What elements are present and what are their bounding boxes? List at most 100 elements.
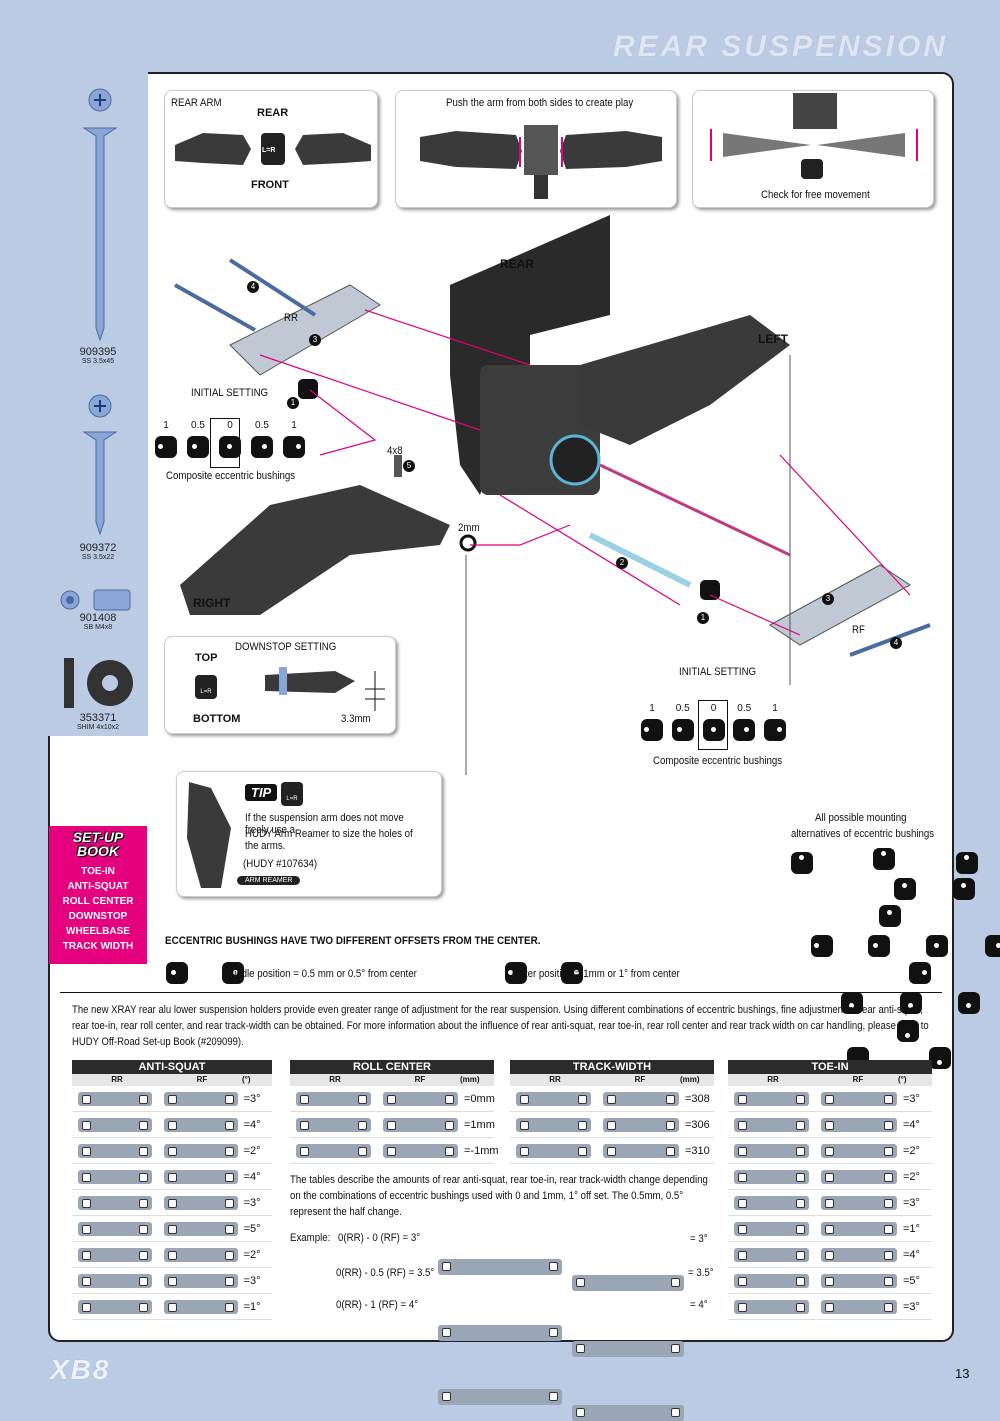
lr-badge: L=R — [262, 147, 276, 154]
example-plate-rr — [438, 1325, 562, 1341]
tip-panel: TIP L=R If the suspension arm does not m… — [176, 771, 442, 897]
example-expr: 0(RR) - 0 (RF) = 3° — [338, 1232, 421, 1244]
example-label: Example: — [290, 1232, 331, 1244]
step-4-marker: 4 — [247, 281, 259, 293]
push-title: Push the arm from both sides to create p… — [446, 97, 634, 109]
offsets-outer: Outer position = 1mm or 1° from center — [512, 968, 680, 980]
rr-label: RR — [284, 312, 298, 324]
bush-row-rf — [641, 719, 786, 741]
example-plate-rf — [572, 1341, 684, 1357]
mounting-grid — [785, 848, 1000, 1069]
downstop-lr-badge: L=R — [195, 675, 217, 699]
diagram-rear-label: REAR — [500, 257, 535, 271]
example-plate-rr — [438, 1259, 562, 1275]
set-screw-icon — [60, 589, 131, 611]
mounting-title-1: All possible mounting — [815, 812, 907, 824]
setup-item: TRACK WIDTH — [62, 941, 134, 952]
rear-suspension-diagram — [174, 215, 931, 775]
intro-text: The new XRAY rear alu lower suspension h… — [72, 1004, 929, 1048]
setup-item: ROLL CENTER — [62, 896, 134, 907]
page-number: 13 — [955, 1366, 970, 1381]
short-screw-icon — [82, 394, 118, 536]
step-3-marker-rf: 3 — [822, 593, 834, 605]
step-1-marker: 1 — [287, 397, 299, 409]
diagram-left-label: LEFT — [758, 332, 788, 346]
bush-caption-rr: Composite eccentric bushings — [166, 470, 296, 482]
downstop-bottom-label: BOTTOM — [193, 713, 241, 725]
page-title: REAR SUSPENSION — [612, 30, 948, 63]
example-plate-rf — [572, 1275, 684, 1291]
check-panel: Check for free movement — [692, 90, 934, 208]
example-plate-rf — [572, 1405, 684, 1421]
arm-reamer-tool: ARM REAMER — [237, 876, 301, 885]
tip-ref: (HUDY #107634) — [243, 858, 318, 870]
step-2-marker: 2 — [616, 557, 628, 569]
step-3-marker: 3 — [309, 334, 321, 346]
reamer-arm-icon — [187, 782, 231, 888]
table-title: ANTI-SQUAT — [72, 1060, 272, 1074]
step-5-marker: 5 — [403, 460, 415, 472]
outer-bush-icon-2 — [561, 962, 584, 984]
rear-arm-panel: REAR ARM REAR FRONT L=R — [164, 90, 378, 208]
setup-item: ANTI-SQUAT — [67, 881, 129, 892]
bush-row-rr — [155, 436, 305, 458]
diagram-right-label: RIGHT — [193, 596, 231, 610]
check-arms-icon — [710, 93, 918, 161]
downstop-panel: DOWNSTOP SETTING TOP BOTTOM L=R 3.3mm — [164, 636, 396, 734]
setup-item: WHEELBASE — [66, 926, 130, 937]
table-title: TRACK-WIDTH — [510, 1060, 714, 1074]
initial-setting-label-rr: INITIAL SETTING — [191, 387, 269, 399]
mounting-title-2: alternatives of eccentric bushings — [791, 828, 935, 840]
outer-bush-icon — [504, 962, 527, 984]
footer-logo: XB8 — [50, 1354, 111, 1385]
setup-item: DOWNSTOP — [68, 911, 128, 922]
downstop-top-label: TOP — [195, 652, 218, 664]
example-result: = 4° — [690, 1299, 708, 1311]
middle-bush-icon-2 — [222, 962, 245, 984]
long-screw-icon — [82, 88, 118, 342]
initial-box-rf — [698, 700, 728, 750]
downstop-arm-icon — [265, 667, 385, 711]
tip-lr-badge: L=R — [281, 782, 303, 806]
setup-book-title-2: BOOK — [77, 843, 119, 859]
rear-label: REAR — [257, 107, 289, 119]
tip-text-2: HUDY Arm Reamer to size the holes of the… — [245, 828, 413, 852]
tip-badge: TIP — [245, 784, 278, 801]
screw-size-label: 4x8 — [387, 445, 403, 457]
initial-box-rr — [210, 418, 240, 468]
rear-arm-icon — [175, 133, 371, 165]
check-icon — [801, 159, 823, 179]
example-expr: 0(RR) - 0.5 (RF) = 3.5° — [336, 1267, 435, 1279]
bush-caption-rf: Composite eccentric bushings — [653, 755, 783, 767]
explain-text: The tables describe the amounts of rear … — [290, 1174, 708, 1218]
setup-book-title-1: SET-UP — [72, 829, 124, 845]
section-divider — [60, 992, 942, 993]
shim-icon — [64, 658, 133, 708]
step-4-marker-rf: 4 — [890, 637, 902, 649]
check-caption: Check for free movement — [761, 189, 870, 201]
example-result: = 3.5° — [688, 1267, 714, 1279]
example-plate-rr — [438, 1389, 562, 1405]
table-title: ROLL CENTER — [290, 1060, 494, 1074]
push-panel: Push the arm from both sides to create p… — [395, 90, 677, 208]
rf-label: RF — [852, 624, 865, 636]
table-title: TOE-IN — [728, 1060, 932, 1074]
front-label: FRONT — [251, 179, 289, 191]
downstop-title: DOWNSTOP SETTING — [235, 641, 337, 653]
offsets-middle: Middle position = 0.5 mm or 0.5° from ce… — [226, 968, 417, 980]
initial-setting-label-rf: INITIAL SETTING — [679, 666, 757, 678]
push-arm-icon — [420, 125, 662, 199]
example-result: = 3° — [690, 1233, 708, 1245]
rear-arm-title: REAR ARM — [171, 97, 222, 109]
offsets-heading: ECCENTRIC BUSHINGS HAVE TWO DIFFERENT OF… — [165, 935, 541, 947]
